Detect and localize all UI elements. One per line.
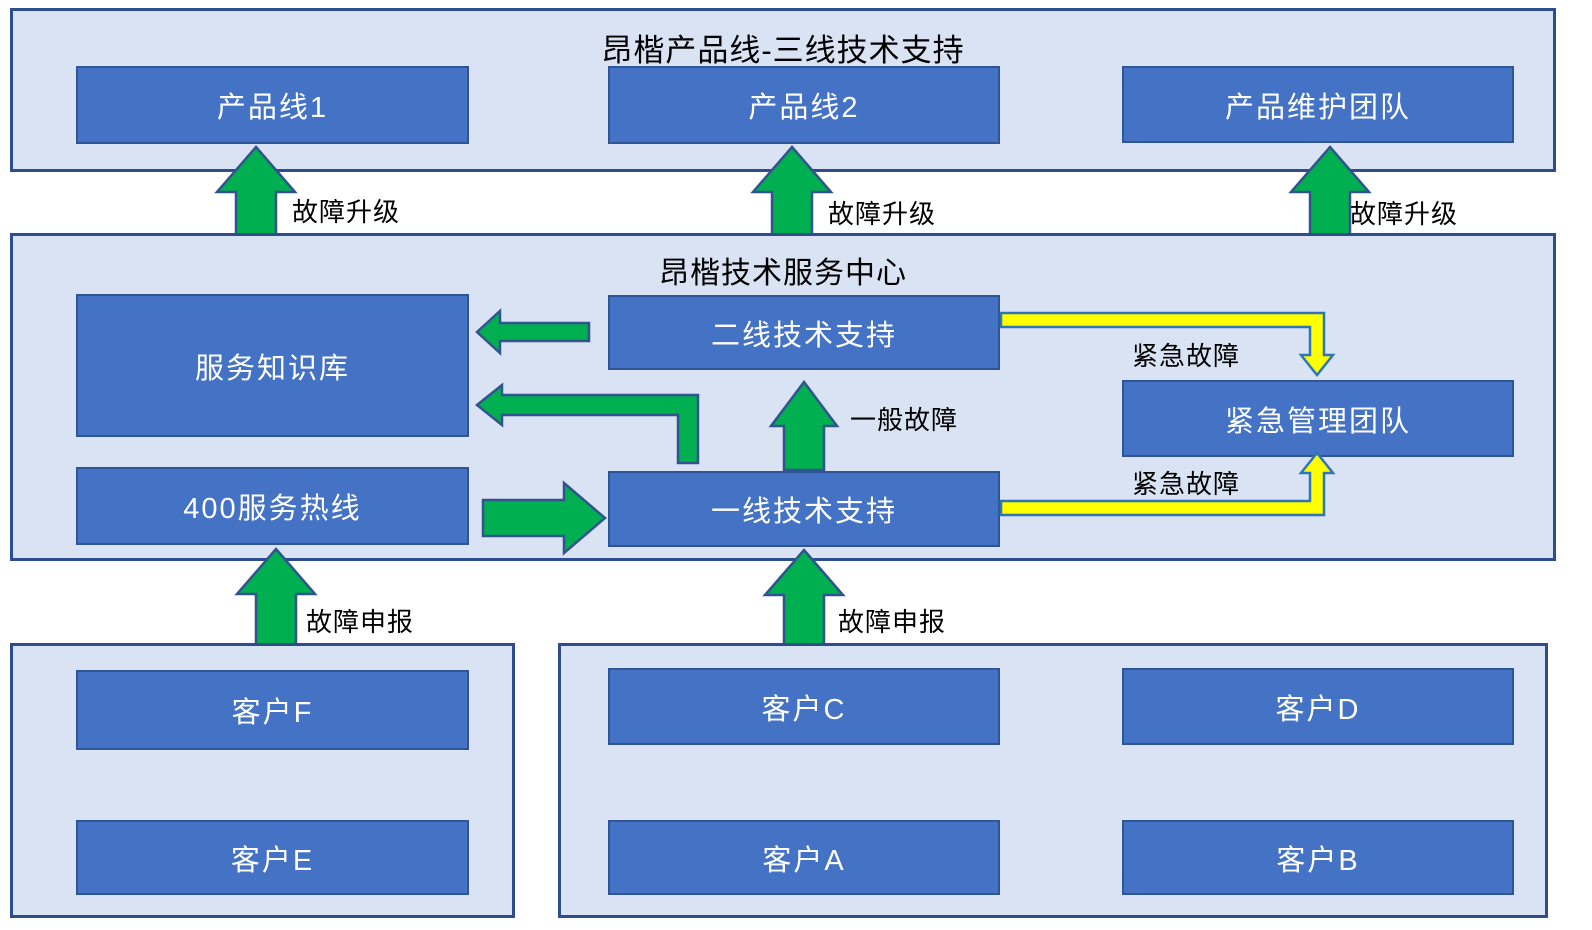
label-general-fault: 一般故障 — [850, 405, 959, 435]
arrow-line2-to-knowledge-base — [475, 308, 591, 356]
node-customer-e: 客户E — [76, 820, 469, 895]
label-fault-escalation-3: 故障升级 — [1350, 199, 1459, 229]
node-product-line-1: 产品线1 — [76, 66, 469, 144]
arrow-fault-report-1 — [234, 547, 318, 651]
node-product-line-2: 产品线2 — [608, 66, 1000, 144]
arrow-fault-escalation-2 — [750, 145, 834, 237]
node-customer-d: 客户D — [1122, 668, 1514, 745]
node-customer-f: 客户F — [76, 670, 469, 750]
node-customer-c: 客户C — [608, 668, 1000, 745]
arrow-line2-to-emergency-team — [999, 311, 1336, 378]
arrow-line1-to-knowledge-base — [474, 382, 700, 465]
label-fault-report-1: 故障申报 — [306, 607, 415, 637]
label-fault-report-2: 故障申报 — [838, 607, 947, 637]
label-fault-escalation-2: 故障升级 — [828, 199, 937, 229]
node-line2-support: 二线技术支持 — [608, 295, 1000, 370]
arrow-fault-escalation-1 — [214, 145, 298, 237]
node-customer-a: 客户A — [608, 820, 1000, 895]
arrow-line1-to-emergency-team — [999, 450, 1336, 517]
section-product-lines-title: 昂楷产品线-三线技术支持 — [601, 33, 965, 68]
arrow-hotline-to-line1 — [481, 480, 607, 556]
section-tech-service-center-title: 昂楷技术服务中心 — [659, 257, 907, 290]
node-line1-support: 一线技术支持 — [608, 471, 1000, 547]
arrow-fault-report-2 — [762, 548, 846, 650]
label-fault-escalation-1: 故障升级 — [292, 197, 401, 227]
arrow-line1-to-line2 — [768, 379, 840, 472]
node-service-knowledge-base: 服务知识库 — [76, 294, 469, 437]
node-product-maintenance-team: 产品维护团队 — [1122, 66, 1514, 143]
node-400-hotline: 400服务热线 — [76, 467, 469, 545]
node-emergency-management-team: 紧急管理团队 — [1122, 380, 1514, 457]
label-urgent-fault-1: 紧急故障 — [1132, 341, 1241, 371]
node-customer-b: 客户B — [1122, 820, 1514, 895]
label-urgent-fault-2: 紧急故障 — [1132, 469, 1241, 499]
